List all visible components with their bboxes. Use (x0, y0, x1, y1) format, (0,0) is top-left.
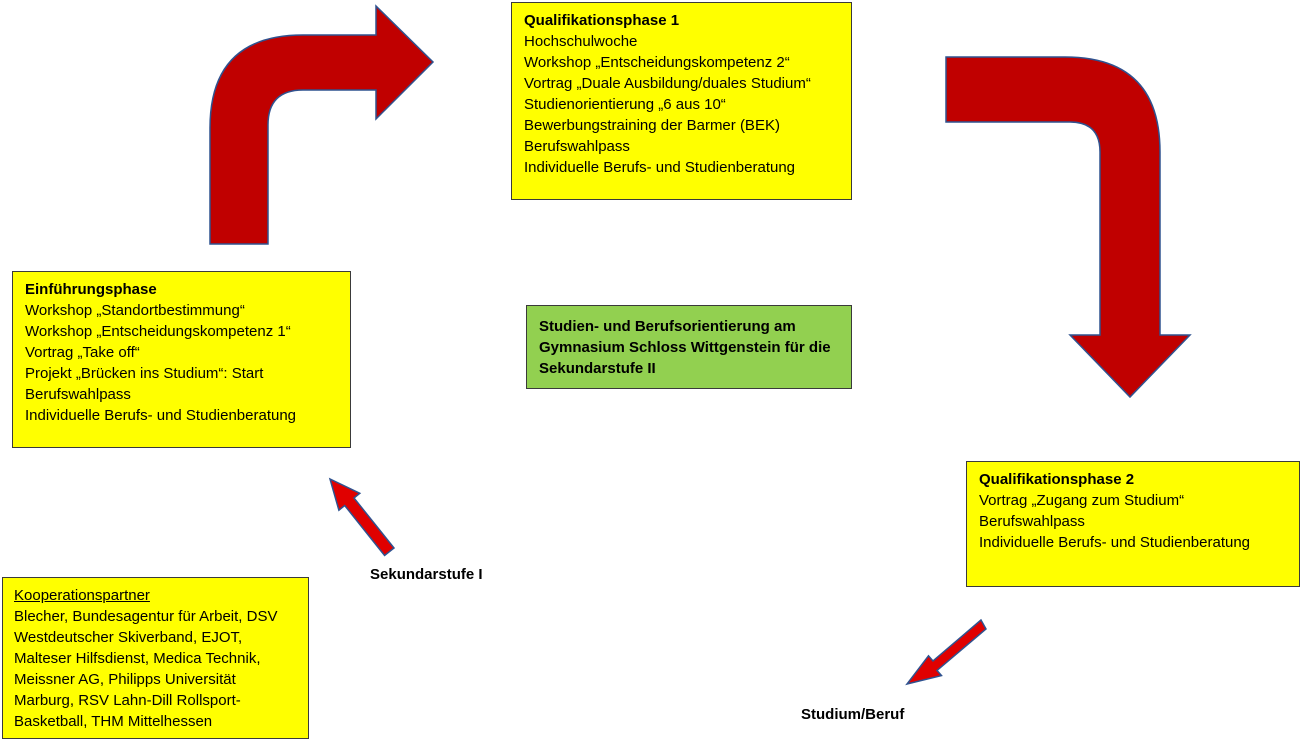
box-line: Vortrag „Zugang zum Studium“ (979, 492, 1185, 509)
box-line: Individuelle Berufs- und Studienberatung (979, 534, 1251, 551)
arrow-q1-to-q2 (945, 56, 1192, 399)
box-line: Bewerbungstraining der Barmer (BEK) (524, 117, 780, 134)
box-line: Marburg, RSV Lahn-Dill Rollsport- (14, 692, 241, 709)
box-line: Workshop „Entscheidungskompetenz 2“ (524, 54, 790, 71)
box-title: Qualifikationsphase 1 (524, 12, 680, 29)
box-line: Studienorientierung „6 aus 10“ (524, 96, 726, 113)
box-line: Basketball, THM Mittelhessen (14, 713, 213, 730)
label-studium-beruf: Studium/Beruf (801, 706, 905, 723)
box-line: Westdeutscher Skiverband, EJOT, (14, 629, 243, 646)
box-line: Projekt „Brücken ins Studium“: Start (25, 365, 264, 382)
arrow-sek1-to-ef (328, 477, 396, 557)
box-line: Individuelle Berufs- und Studienberatung (524, 159, 796, 176)
box-qualifikationsphase-1: Qualifikationsphase 1 Hochschulwoche Wor… (511, 2, 852, 200)
box-line: Hochschulwoche (524, 33, 638, 50)
box-line: Workshop „Entscheidungskompetenz 1“ (25, 323, 291, 340)
box-line: Berufswahlpass (979, 513, 1085, 530)
arrow-ef-to-q1 (209, 4, 435, 245)
box-line: Berufswahlpass (524, 138, 630, 155)
box-line: Individuelle Berufs- und Studienberatung (25, 407, 297, 424)
center-line: Studien- und Berufsorientierung am (539, 318, 796, 335)
box-line: Vortrag „Take off“ (25, 344, 140, 361)
box-line: Malteser Hilfsdienst, Medica Technik, (14, 650, 261, 667)
box-center-title: Studien- und Berufsorientierung am Gymna… (526, 305, 852, 389)
box-title: Qualifikationsphase 2 (979, 471, 1135, 488)
box-line: Blecher, Bundesagentur für Arbeit, DSV (14, 608, 278, 625)
box-title: Einführungsphase (25, 281, 157, 298)
arrow-q2-to-studium (905, 618, 987, 686)
label-sekundarstufe-1: Sekundarstufe I (370, 566, 483, 583)
box-einfuehrungsphase: Einführungsphase Workshop „Standortbesti… (12, 271, 351, 448)
box-line: Vortrag „Duale Ausbildung/duales Studium… (524, 75, 811, 92)
center-line: Gymnasium Schloss Wittgenstein für die (539, 339, 831, 356)
box-line: Berufswahlpass (25, 386, 131, 403)
box-line: Workshop „Standortbestimmung“ (25, 302, 245, 319)
box-line: Meissner AG, Philipps Universität (14, 671, 236, 688)
box-qualifikationsphase-2: Qualifikationsphase 2 Vortrag „Zugang zu… (966, 461, 1300, 587)
center-line: Sekundarstufe II (539, 360, 656, 377)
box-title: Kooperationspartner (14, 587, 150, 604)
box-kooperationspartner: Kooperationspartner Blecher, Bundesagent… (2, 577, 309, 739)
